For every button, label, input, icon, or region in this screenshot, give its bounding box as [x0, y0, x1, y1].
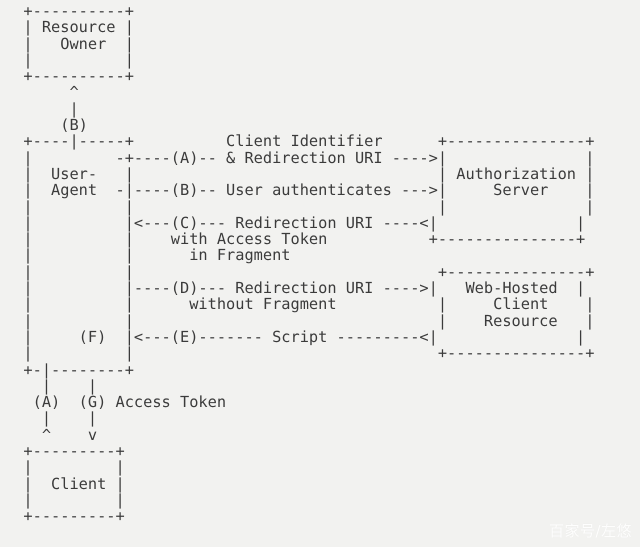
ascii-diagram-canvas: +----------+ | Resource | | Owner | | | …: [23, 2, 595, 526]
